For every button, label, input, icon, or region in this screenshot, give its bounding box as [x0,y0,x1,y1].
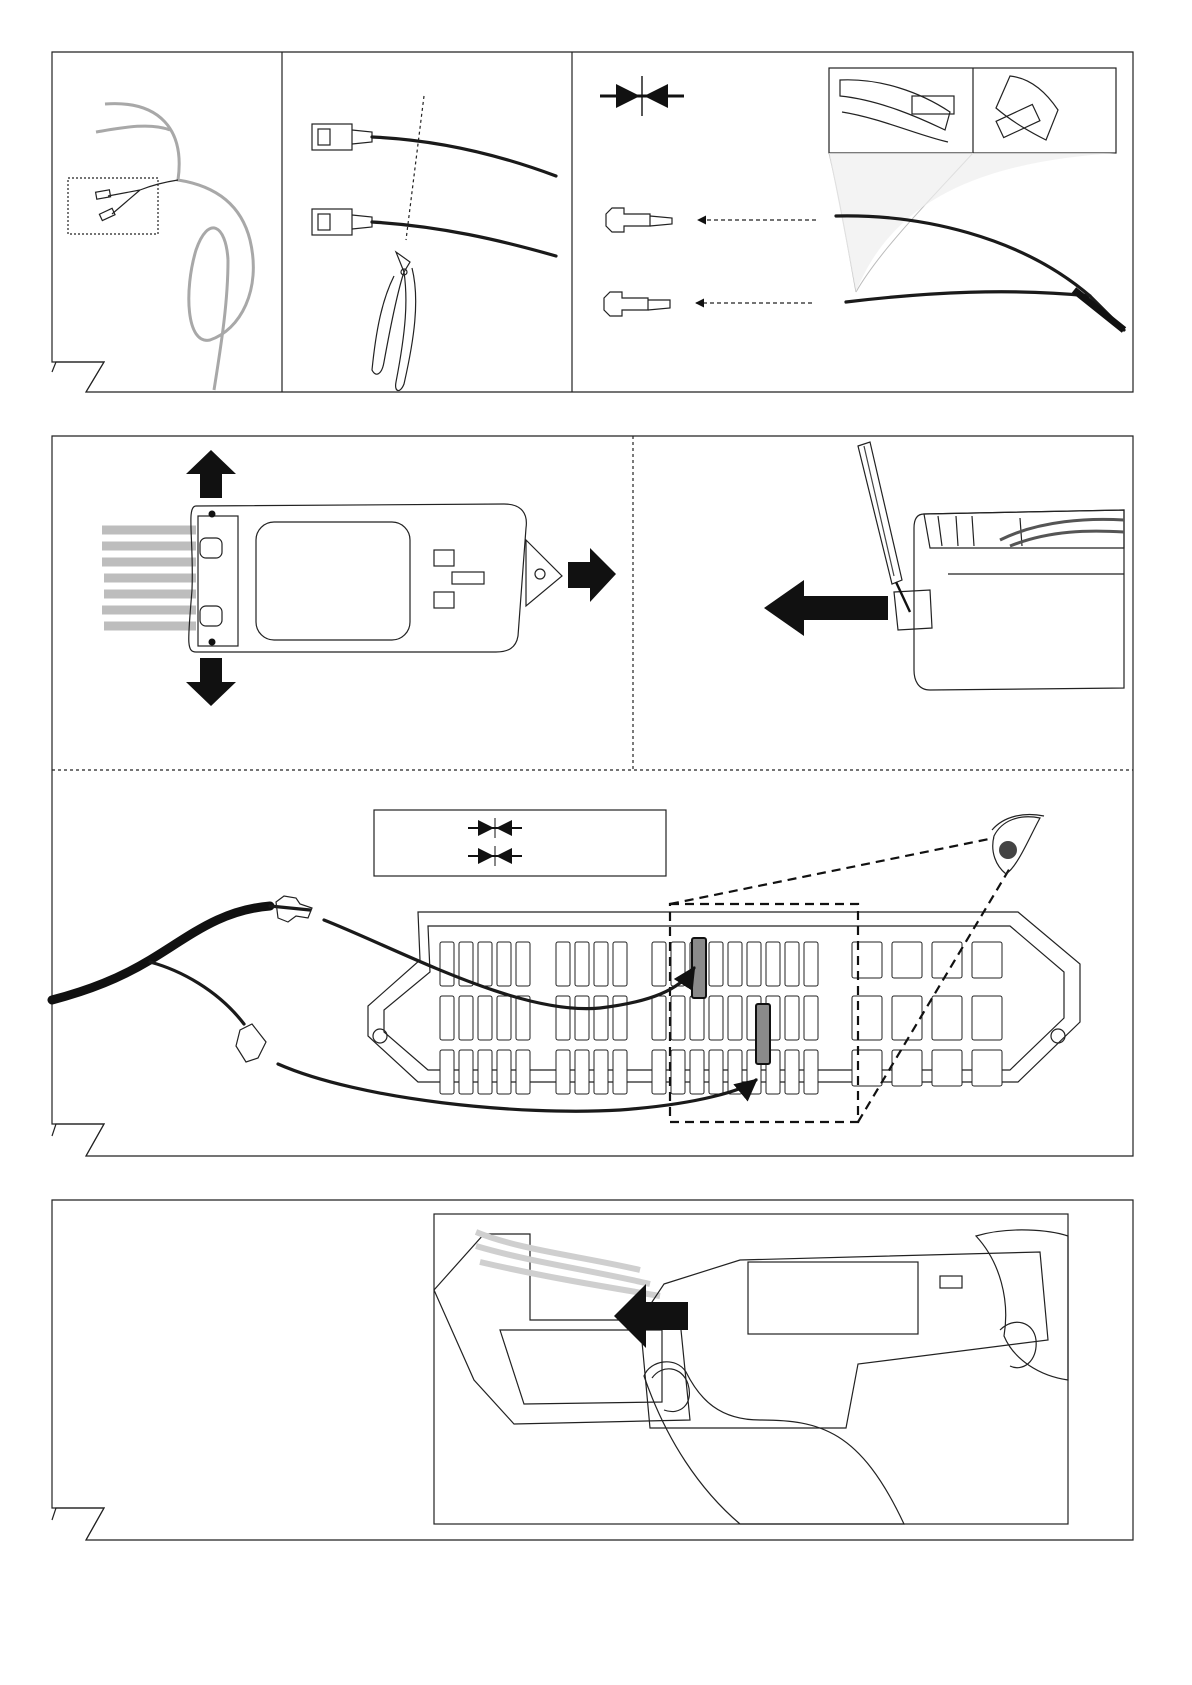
fuse-slot [972,996,1002,1040]
fuse-slot [440,1050,454,1094]
fuse-slot [892,942,922,978]
fuse-slot [892,1050,922,1086]
fuse-slot [556,942,570,986]
terminal-bottom [236,1024,266,1062]
fuse-slot [478,996,492,1040]
eye-icon [992,815,1044,874]
release-fuse-box-cover [102,450,616,706]
cut-connectors [312,96,556,391]
fuse-slot [594,942,608,986]
fuse-slot [594,996,608,1040]
fuse-slot [478,942,492,986]
pliers-icon [372,252,416,391]
fuse-slot [728,996,742,1040]
fuse-slot [497,942,511,986]
fuse-slot [972,1050,1002,1086]
crimp-symbol-icon [468,818,522,866]
fuse-slot [478,1050,492,1094]
fuse-slot [932,1050,962,1086]
fuse-slot [613,942,627,986]
fuse-slot [785,942,799,986]
fuse-slot [652,996,666,1040]
fuse-slot [556,996,570,1040]
fuse-slot [575,1050,589,1094]
screwdriver-icon [858,442,910,612]
fuse-slot [556,1050,570,1094]
zoom-box [68,178,158,234]
insert-terminals [52,810,1080,1122]
fuse-slot [972,942,1002,978]
fuse-slot [690,996,704,1040]
fuse-slot [671,996,685,1040]
fuse-slot [671,1050,685,1094]
fuse-slot [804,1050,818,1094]
fuse-slot [497,996,511,1040]
fuse-slot [785,996,799,1040]
fuse-slot [575,942,589,986]
fuse-slot [613,1050,627,1094]
fuse-slot [785,1050,799,1094]
fuse-slots [440,942,1002,1094]
fuse-slot [728,942,742,986]
panel-step-1 [52,52,1133,392]
fuse-slot [804,942,818,986]
fuse-slot [440,996,454,1040]
fuse-slot [852,1050,882,1086]
arrow-icon [764,580,888,636]
fuse-slot [594,1050,608,1094]
target-slot-2 [756,1004,770,1064]
harness-overview [68,104,253,390]
step-corner-marker [52,1508,104,1540]
pry-fuse-box [764,442,1124,690]
fuse-slot [709,996,723,1040]
fuse-slot [709,1050,723,1094]
fuse-slot [652,942,666,986]
panel-step-2 [52,436,1133,1156]
fuse-slot [459,996,473,1040]
fuse-slot [766,942,780,986]
fuse-slot [497,1050,511,1094]
crimp-terminals [600,68,1124,330]
fuse-slot [709,942,723,986]
fuse-slot [440,942,454,986]
arrow-icon [186,450,616,706]
fuse-slot [747,942,761,986]
fuse-slot [575,996,589,1040]
fuse-slot [892,996,922,1040]
reinstall-fuse-box [434,1214,1068,1524]
crimp-symbol-icon [600,76,684,116]
fuse-slot [459,1050,473,1094]
fuse-slot [516,1050,530,1094]
fuse-slot [690,1050,704,1094]
fuse-slot [852,942,882,978]
fuse-slot [516,942,530,986]
fuse-slot [652,1050,666,1094]
terminal-2 [604,292,670,316]
fuse-slot [516,996,530,1040]
step-corner-marker [52,1124,104,1156]
crimping-tool-icon [829,68,1116,153]
panel-step-3 [52,1200,1133,1540]
hand-left [644,1362,904,1524]
fuse-slot [932,996,962,1040]
terminal-1 [606,208,672,232]
step-corner-marker [52,362,104,392]
fuse-slot [852,996,882,1040]
fuse-slot [804,996,818,1040]
